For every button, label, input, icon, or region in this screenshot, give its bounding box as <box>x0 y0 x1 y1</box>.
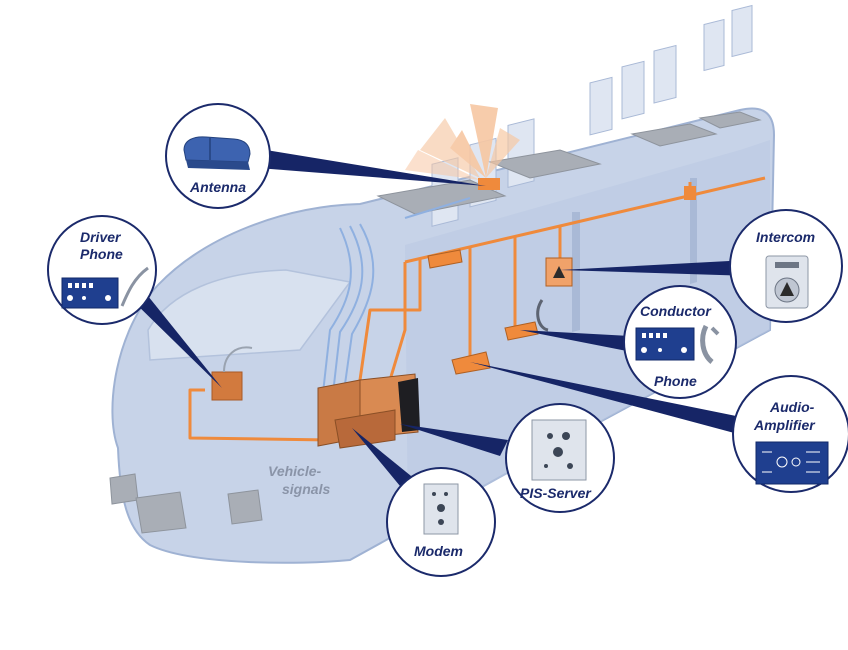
vehicle-signals-label-line2: signals <box>282 481 330 497</box>
driver-phone-label-line1: Driver <box>80 229 122 245</box>
driver-phone-label-line2: Phone <box>80 246 123 262</box>
conductor-phone-icon <box>635 324 720 364</box>
audio-amplifier-label-line1: Audio- <box>769 399 815 415</box>
roof-equipment <box>376 111 762 215</box>
audio-amplifier-callout: Audio- Amplifier <box>732 375 848 493</box>
intercom-callout: Intercom <box>729 209 843 323</box>
conductor-phone-label-line2: Phone <box>654 373 697 389</box>
conductor-phone-label-line1: Conductor <box>640 303 712 319</box>
conductor-phone-callout: Conductor Phone <box>623 285 737 399</box>
front-bumper-parts <box>109 473 263 534</box>
vehicle-signals-label-line1: Vehicle- <box>268 463 322 479</box>
antenna-signal-icon <box>405 104 520 180</box>
blue-cables <box>319 197 471 421</box>
pis-server-label: PIS-Server <box>520 485 592 501</box>
audio-amplifier-icon <box>755 441 829 485</box>
intercom-label: Intercom <box>756 229 815 245</box>
modem-label: Modem <box>414 543 463 559</box>
pis-server-callout: PIS-Server <box>505 403 615 513</box>
roof-antenna-unit <box>478 178 500 190</box>
driver-phone-icon <box>61 266 149 309</box>
antenna-callout: Antenna <box>165 103 271 209</box>
audio-amplifier-label-line2: Amplifier <box>753 417 816 433</box>
antenna-icon <box>183 136 251 170</box>
callout-pointers <box>130 150 752 486</box>
driver-phone-callout: Driver Phone <box>47 215 157 325</box>
orange-cables <box>188 176 766 442</box>
modem-icon <box>423 483 459 535</box>
antenna-label: Antenna <box>189 179 246 195</box>
pis-server-icon <box>531 419 587 481</box>
intercom-icon <box>765 255 809 309</box>
onboard-devices <box>211 186 696 449</box>
modem-callout: Modem <box>386 467 496 577</box>
